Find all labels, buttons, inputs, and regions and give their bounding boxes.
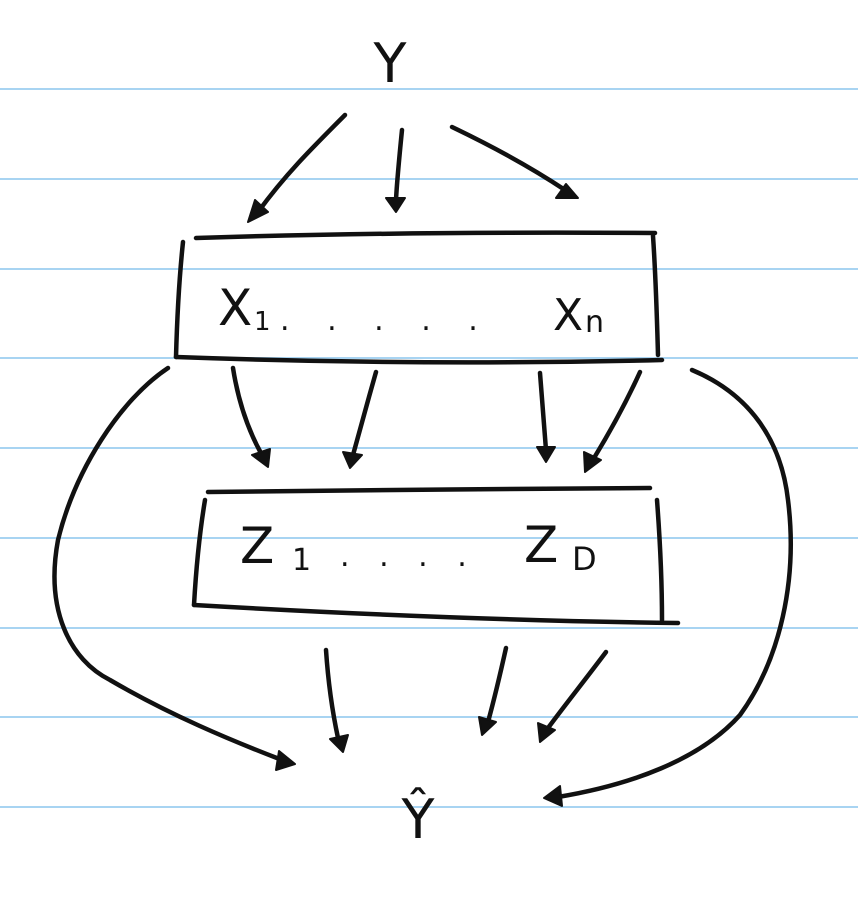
node-x1-letter: X — [218, 279, 252, 337]
node-z1-subscript: 1 — [292, 543, 311, 578]
ruled-lines — [0, 88, 858, 808]
arrow-x-to-z-1 — [230, 365, 271, 468]
arrow-x-to-yhat-left — [52, 365, 296, 771]
arrow-y-to-x-middle — [385, 127, 406, 213]
arrow-z-to-yhat-1 — [323, 647, 349, 753]
arrow-y-to-x-left — [247, 112, 348, 223]
node-y: Y — [373, 32, 408, 95]
arrow-x-to-z-2 — [342, 369, 379, 469]
node-y-hat: Ŷ — [401, 788, 436, 851]
arrow-z-to-yhat-3 — [537, 649, 609, 743]
arrow-y-to-x-right — [449, 124, 579, 199]
arrow-x-to-yhat-right — [543, 367, 793, 807]
node-z1-letter: Z — [240, 517, 274, 575]
arrow-x-to-z-3 — [536, 370, 556, 463]
node-xn-letter: X — [553, 290, 583, 341]
z-ellipsis: . . . . — [340, 539, 477, 574]
node-xn-subscript: n — [585, 305, 604, 340]
arrow-x-to-z-4 — [583, 369, 643, 473]
x-variables-box — [173, 230, 665, 365]
node-zd-letter: Z — [524, 516, 558, 574]
arrow-z-to-yhat-2 — [478, 645, 509, 736]
x-ellipsis: . . . . . — [280, 303, 492, 338]
node-zd-subscript: D — [572, 540, 597, 578]
node-x1-subscript: 1 — [254, 307, 271, 337]
z-variables-box — [191, 485, 681, 626]
